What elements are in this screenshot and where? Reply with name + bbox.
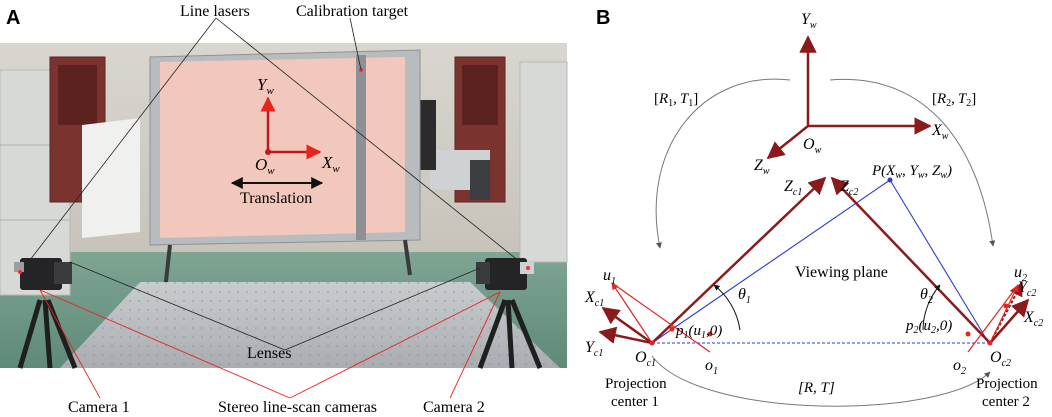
transform-left-label: [R1,T1] — [654, 91, 698, 109]
world-y-label: Yw — [801, 11, 817, 31]
calibration-board — [160, 57, 405, 238]
world-o-label: Ow — [803, 136, 822, 156]
board-o-label: Ow — [255, 155, 275, 177]
cam2-z-label: Zc2 — [840, 178, 858, 198]
camera-2 — [476, 258, 534, 290]
left-tripod — [17, 299, 78, 369]
right-tripod — [477, 299, 543, 369]
board-x-label: Xw — [321, 153, 340, 175]
cam1-center-line1: Projection — [605, 376, 667, 392]
blue-lines — [651, 179, 991, 346]
transform-right-label: [R2,T2] — [932, 91, 976, 109]
cam1-theta-label: θ1 — [738, 286, 751, 306]
transform-arcs — [651, 78, 996, 407]
cam2-y-label: Yc2 — [1018, 279, 1036, 299]
cam2-center-line2: center 2 — [982, 394, 1030, 410]
world-axes: Yw Xw Zw Ow — [754, 11, 949, 177]
line-lasers-label: Line lasers — [180, 3, 250, 20]
camera-1 — [14, 258, 72, 290]
callout-lines — [29, 17, 521, 351]
right-cabinet — [519, 61, 568, 263]
cam2-u-label: u2 — [1014, 264, 1027, 284]
white-boards — [82, 118, 140, 238]
red-callouts — [39, 289, 501, 399]
cam2-p-label: p2(u2,0) — [905, 318, 952, 336]
cam1-o-label: Oc1 — [635, 349, 656, 369]
panel-a: A — [0, 3, 568, 416]
stereo-label: Stereo line-scan cameras — [218, 399, 377, 416]
cam1-z-label: Zc1 — [784, 178, 802, 198]
cam2-x-label: Xc2 — [1023, 309, 1043, 329]
cam1-y-label: Yc1 — [585, 339, 603, 359]
viewing-plane-label: Viewing plane — [795, 264, 888, 281]
cam2-axes — [830, 176, 1030, 353]
translation-label: Translation — [240, 190, 312, 207]
world-x-label: Xw — [931, 122, 949, 142]
cam1-p-label: p1(u1,0) — [675, 323, 722, 341]
cam1-small-o-label: o1 — [705, 357, 718, 377]
cam1-u-label: u1 — [603, 267, 616, 287]
cam1-x-label: Xc1 — [584, 289, 604, 309]
cam2-center-line1: Projection — [976, 376, 1038, 392]
panel-a-letter: A — [6, 7, 20, 29]
board-axes: Yw Xw Ow Translation — [230, 75, 340, 207]
cam1-center-line2: center 1 — [611, 394, 659, 410]
transform-bottom-label: [R, T] — [798, 380, 835, 396]
panel-b: B Yw Xw Zw Ow [R1,T1] [R2,T2] [R, T] — [584, 7, 1043, 410]
point-P — [887, 177, 893, 183]
panel-b-letter: B — [596, 7, 610, 29]
board-y-label: Yw — [257, 75, 274, 97]
cam2-theta-label: θ2 — [920, 286, 933, 306]
cam2-small-o-label: o2 — [953, 357, 966, 377]
camera1-label: Camera 1 — [68, 399, 130, 416]
photo: Yw Xw Ow Translation — [0, 43, 568, 369]
point-P-label: P(Xw, Yw, Zw) — [871, 163, 952, 181]
ruler-strip — [356, 55, 366, 240]
calibration-target-label: Calibration target — [296, 3, 409, 20]
lenses-label: Lenses — [247, 345, 291, 362]
cam2-o-label: Oc2 — [990, 349, 1011, 369]
camera2-label: Camera 2 — [423, 399, 485, 416]
cam1-axes — [598, 176, 827, 353]
world-z-label: Zw — [754, 157, 770, 177]
